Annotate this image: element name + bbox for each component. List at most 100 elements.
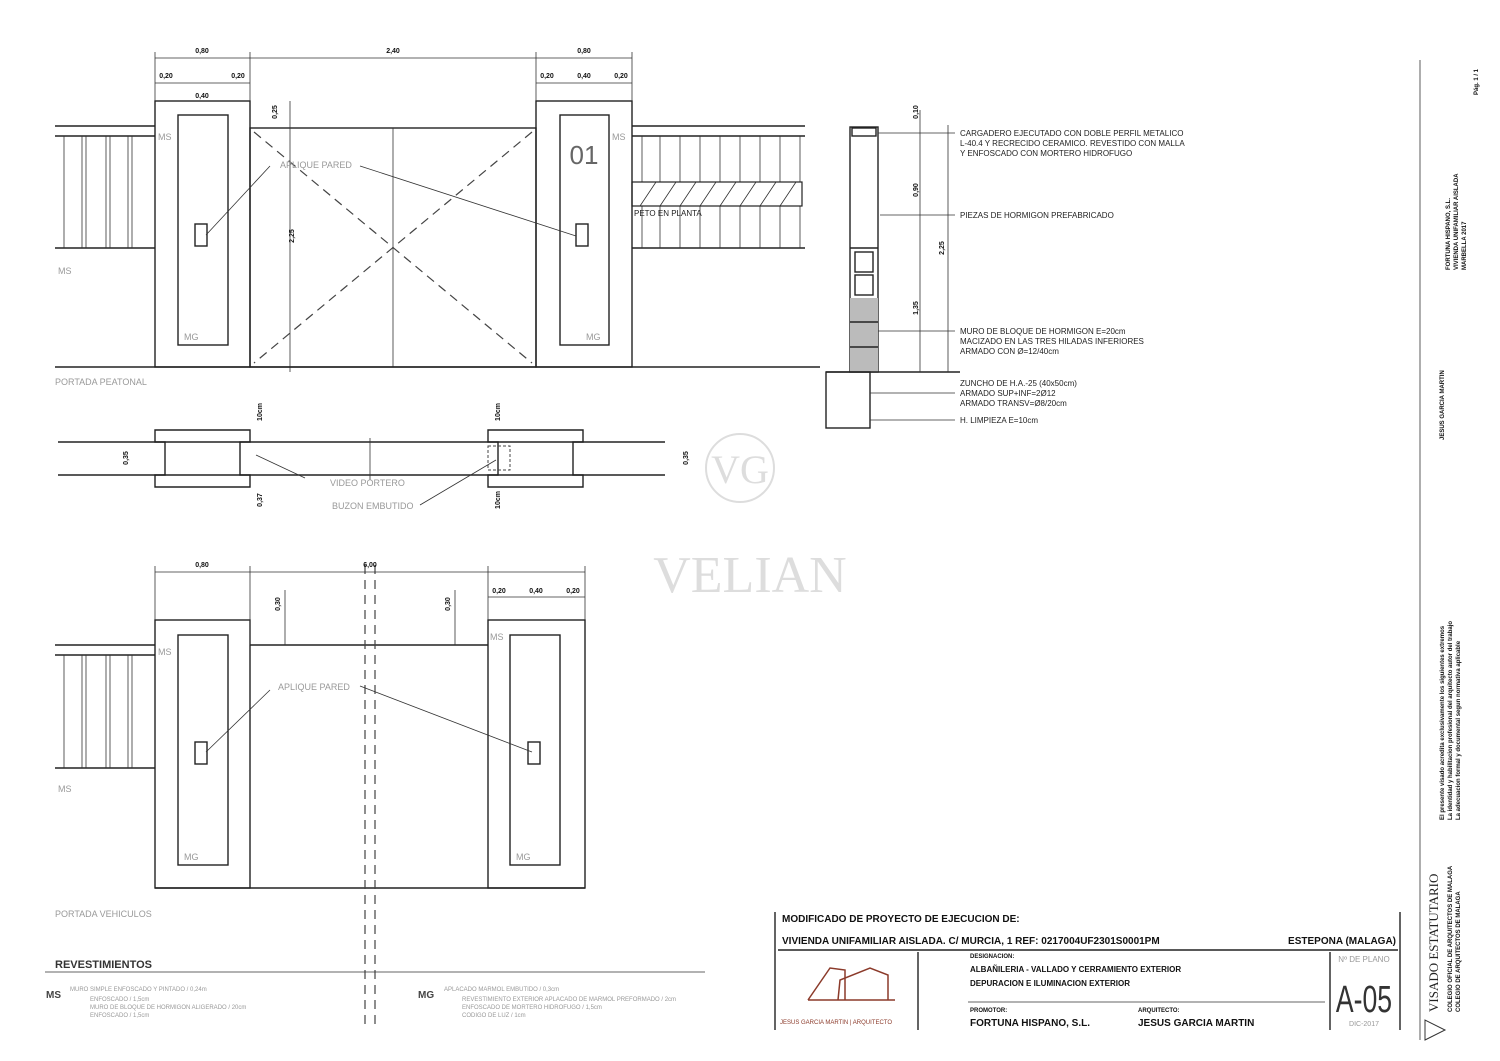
- drawing-text: CODIGO DE LUZ / 1cm: [462, 1013, 526, 1019]
- sheet-number: A-05: [1336, 977, 1392, 1020]
- drawing-text: MURO DE BLOQUE DE HORMIGON ALIGERADO / 2…: [90, 1005, 246, 1011]
- dimension: 0,35: [123, 451, 130, 465]
- drawing-text: CARGADERO EJECUTADO CON DOBLE PERFIL MET…: [960, 129, 1183, 138]
- applique-label: APLIQUE PARED: [278, 682, 350, 692]
- mailbox-label: BUZON EMBUTIDO: [332, 501, 414, 511]
- view-caption: PORTADA PEATONAL: [55, 377, 147, 387]
- drawing-text: MG: [418, 990, 434, 1001]
- drawing-text: MARBELLA 2017: [1462, 221, 1468, 270]
- dimension: 0,80: [577, 48, 591, 55]
- drawing-text: COLEGIO OFICIAL DE ARQUITECTOS DE MALAGA: [1448, 865, 1454, 1012]
- dimension: 0,80: [195, 562, 209, 569]
- plan-view: VIDEO PORTERO BUZON EMBUTIDO 0,35 0,35 1…: [58, 403, 690, 511]
- drawing-text: MURO DE BLOQUE DE HORMIGON E=20cm: [960, 327, 1126, 336]
- dimension: 10cm: [495, 491, 502, 509]
- dimension: 0,20: [566, 588, 580, 595]
- applique-label: APLIQUE PARED: [280, 160, 352, 170]
- material-code: MS: [58, 266, 72, 276]
- legend-title: REVESTIMIENTOS: [55, 959, 152, 971]
- dimension: 2,40: [386, 48, 400, 55]
- dimension: 0,40: [577, 73, 591, 80]
- drawing-text: FORTUNA HISPANO, S.L.: [1446, 198, 1452, 270]
- description-line: DEPURACION E ILUMINACION EXTERIOR: [970, 979, 1130, 988]
- drawing-text: COLEGIO DE ARQUITECTOS DE MALAGA: [1456, 891, 1462, 1012]
- drawing-text: H. LIMPIEZA E=10cm: [960, 416, 1038, 425]
- wall-light-icon: [527, 741, 541, 765]
- drawing-text: MACIZADO EN LAS TRES HILADAS INFERIORES: [960, 337, 1144, 346]
- elevation-pedestrian: PETO EN PLANTA 01 APLIQUE PARED MS MS MS…: [55, 48, 820, 387]
- sheet-label: Nº DE PLANO: [1338, 955, 1389, 964]
- material-code: MG: [184, 332, 199, 342]
- material-code: MS: [612, 132, 626, 142]
- section-note: H. LIMPIEZA E=10cm: [960, 416, 1038, 425]
- material-code: MG: [516, 852, 531, 862]
- description-label: DESIGNACION:: [970, 954, 1014, 960]
- dimension: 10cm: [495, 403, 502, 421]
- material-code: MS: [490, 632, 504, 642]
- dimension: 0,80: [195, 48, 209, 55]
- visado-strip: VISADO ESTATUTARIO COLEGIO OFICIAL DE AR…: [1419, 60, 1480, 1041]
- drawing-text: La identidad y habilitacion profesional …: [1448, 621, 1454, 820]
- dimension: 0,40: [195, 93, 209, 100]
- house-number: 01: [570, 140, 599, 170]
- fence-plan-label: PETO EN PLANTA: [634, 209, 702, 218]
- title-block: MODIFICADO DE PROYECTO DE EJECUCION DE: …: [774, 912, 1401, 1030]
- dimension: 0,40: [529, 588, 543, 595]
- material-code: MS: [158, 647, 172, 657]
- watermark: VG VELIAN: [653, 433, 847, 604]
- section-note: ZUNCHO DE H.A.-25 (40x50cm) ARMADO SUP+I…: [960, 379, 1077, 408]
- watermark-monogram: VG: [711, 447, 769, 492]
- architect-logo: JESUS GARCIA MARTIN | ARQUITECTO: [780, 967, 895, 1026]
- dimension: 0,10: [913, 105, 920, 119]
- project-address: VIVIENDA UNIFAMILIAR AISLADA. C/ MURCIA,…: [782, 936, 1160, 947]
- section-note: MURO DE BLOQUE DE HORMIGON E=20cm MACIZA…: [960, 327, 1144, 356]
- dimension: 0,37: [257, 493, 264, 507]
- watermark-brand: VELIAN: [653, 547, 847, 604]
- dimension: 10cm: [257, 403, 264, 421]
- drawing-text: REVESTIMIENTO EXTERIOR APLACADO DE MARMO…: [462, 997, 676, 1003]
- section-note: CARGADERO EJECUTADO CON DOBLE PERFIL MET…: [960, 129, 1185, 158]
- drawing-text: MURO SIMPLE ENFOSCADO Y PINTADO / 0,24m: [70, 987, 207, 993]
- architect-name: JESUS GARCIA MARTIN: [1138, 1018, 1254, 1029]
- drawing-text: JESUS GARCIA MARTIN: [1440, 370, 1446, 440]
- drawing-text: PIEZAS DE HORMIGON PREFABRICADO: [960, 211, 1114, 220]
- drawing-text: El presente visado acredita exclusivamen…: [1440, 625, 1446, 820]
- dimension: 0,20: [540, 73, 554, 80]
- dimension: 0,30: [275, 597, 282, 611]
- project-title: MODIFICADO DE PROYECTO DE EJECUCION DE:: [782, 914, 1020, 925]
- promoter-name: FORTUNA HISPANO, S.L.: [970, 1018, 1090, 1029]
- drawing-text: ARMADO SUP+INF=2Ø12: [960, 389, 1056, 398]
- materials-legend: REVESTIMIENTOS MS MURO SIMPLE ENFOSCADO …: [45, 959, 705, 1019]
- dimension: 0,20: [492, 588, 506, 595]
- drawing-text: Y ENFOSCADO CON MORTERO HIDROFUGO: [960, 149, 1132, 158]
- drawing-text: MS: [46, 990, 61, 1001]
- material-code: MS: [158, 132, 172, 142]
- material-code: MG: [184, 852, 199, 862]
- drawing-text: ARMADO TRANSV=Ø8/20cm: [960, 399, 1067, 408]
- dimension: 0,20: [614, 73, 628, 80]
- architect-label: ARQUITECTO:: [1138, 1008, 1180, 1014]
- wall-light-icon: [194, 223, 208, 247]
- drawing-text: ZUNCHO DE H.A.-25 (40x50cm): [960, 379, 1077, 388]
- visado-title: VISADO ESTATUTARIO: [1426, 874, 1441, 1012]
- wall-light-icon: [575, 223, 589, 247]
- project-location: ESTEPONA (MALAGA): [1288, 936, 1396, 947]
- dimension: 0,25: [272, 105, 279, 119]
- sheet-date: DIC-2017: [1349, 1021, 1379, 1028]
- section-note: PIEZAS DE HORMIGON PREFABRICADO: [960, 211, 1114, 220]
- legend-item: MS MURO SIMPLE ENFOSCADO Y PINTADO / 0,2…: [46, 987, 246, 1019]
- drawing-text: L-40.4 Y RECRECIDO CERAMICO. REVESTIDO C…: [960, 139, 1185, 148]
- drawing-text: ENFOSCADO / 1,5cm: [90, 1013, 149, 1019]
- drawing-text: APLACADO MARMOL EMBUTIDO / 0,3cm: [444, 987, 559, 993]
- intercom-label: VIDEO PORTERO: [330, 478, 405, 488]
- logo-text: JESUS GARCIA MARTIN | ARQUITECTO: [780, 1020, 892, 1026]
- dimension: 1,35: [913, 301, 920, 315]
- wall-light-icon: [194, 741, 208, 765]
- material-code: MG: [586, 332, 601, 342]
- drawing-text: ENFOSCADO DE MORTERO HIDROFUGO / 1,5cm: [462, 1005, 602, 1011]
- wall-section: 0,10 0,90 2,25 1,35 CARGADERO EJECUTADO …: [825, 105, 1185, 429]
- dimension: 2,25: [939, 241, 946, 255]
- dimension: 0,30: [445, 597, 452, 611]
- page-number: Pág. 1 / 1: [1474, 68, 1480, 95]
